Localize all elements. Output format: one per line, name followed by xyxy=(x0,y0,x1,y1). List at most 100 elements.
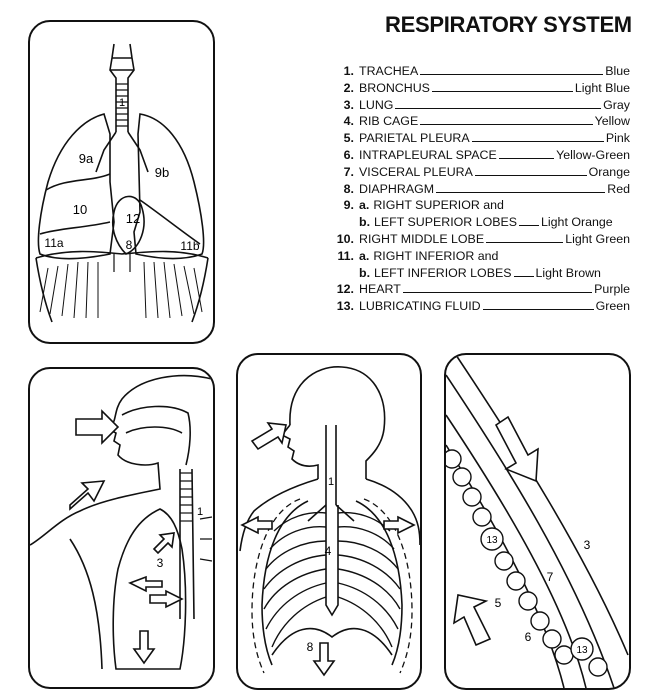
label-parietal-pleura: 5 xyxy=(495,596,502,610)
lungs-front-view-panel: 1 9a 9b 10 12 11a 8 11b xyxy=(28,20,215,344)
label-right-middle-lobe: 10 xyxy=(73,202,87,217)
label-diaphragm: 8 xyxy=(307,640,314,654)
fluid-droplet-icon xyxy=(480,527,504,551)
side-profile-breathing-panel: 1 3 xyxy=(28,367,215,689)
label-visceral-pleura: 7 xyxy=(547,570,554,584)
legend-term: DIAPHRAGM xyxy=(359,181,435,196)
side-profile-drawing: 1 3 xyxy=(30,374,213,670)
label-lubricating-fluid: 13 xyxy=(576,645,588,656)
fluid-droplet-icon xyxy=(554,645,574,665)
color-blank-line xyxy=(471,141,604,143)
color-blank-line xyxy=(498,157,555,159)
legend-term: LUBRICATING FLUID xyxy=(359,299,481,314)
legend-row-heart: 12. HEART Purple xyxy=(334,282,630,299)
color-blank-line xyxy=(474,174,587,176)
fluid-droplet-icon xyxy=(530,611,550,631)
pressure-up-arrow-icon xyxy=(452,594,492,647)
legend-color: Red xyxy=(607,181,630,196)
fluid-droplet-icon xyxy=(462,487,482,507)
inhale-arrow-icon xyxy=(75,409,120,445)
pleura-closeup-drawing: 3 7 5 6 13 13 xyxy=(446,355,629,688)
legend-sub-letter: b. xyxy=(359,265,371,280)
label-diaphragm: 8 xyxy=(126,238,133,252)
legend-number: 4. xyxy=(343,114,354,129)
legend-color: Gray xyxy=(603,97,630,112)
expand-right-arrow-icon xyxy=(383,515,416,535)
legend-term: BRONCHUS xyxy=(359,80,430,95)
label-trachea: 1 xyxy=(197,506,203,518)
legend-row-diaphragm: 8. DIAPHRAGM Red xyxy=(334,182,630,199)
rib-cage-panel: 1 4 8 xyxy=(236,353,422,690)
color-blank-line xyxy=(436,191,606,193)
label-lung: 3 xyxy=(584,538,591,552)
legend-term: LEFT SUPERIOR LOBES xyxy=(374,215,518,230)
color-blank-line xyxy=(519,225,540,227)
legend-term: INTRAPLEURAL SPACE xyxy=(359,147,497,162)
color-blank-line xyxy=(486,241,564,243)
legend-term: RIGHT SUPERIOR and xyxy=(373,198,504,213)
pleura-closeup-panel: 3 7 5 6 13 13 xyxy=(444,353,631,690)
diaphragm-down-arrow-icon xyxy=(312,642,336,677)
arrow-up-right-icon xyxy=(152,532,175,555)
legend-row-lung: 3. LUNG Gray xyxy=(334,98,630,115)
fluid-droplet-icon xyxy=(472,507,492,527)
legend-color: Green xyxy=(595,299,630,314)
label-left-inferior-lobe: 11b xyxy=(180,239,199,253)
pressure-down-arrow-icon xyxy=(494,415,539,483)
legend-term: LEFT INFERIOR LOBES xyxy=(374,265,512,280)
legend-number: 5. xyxy=(343,131,354,146)
label-left-superior-lobe: 9b xyxy=(155,165,169,180)
legend-term: TRACHEA xyxy=(359,64,419,78)
label-rib-cage: 4 xyxy=(325,544,332,558)
color-blank-line xyxy=(395,107,602,109)
color-blank-line xyxy=(420,74,604,75)
fluid-droplet-icon xyxy=(506,571,526,591)
legend-number: 8. xyxy=(343,181,354,196)
legend-row-bronchus: 2. BRONCHUS Light Blue xyxy=(334,81,630,98)
label-right-superior-lobe: 9a xyxy=(79,151,94,166)
legend-sub-letter: a. xyxy=(359,248,370,263)
legend-color: Light Brown xyxy=(535,265,601,280)
color-key-legend: 1. TRACHEA Blue 2. BRONCHUS Light Blue 3… xyxy=(334,64,630,316)
legend-number: 10. xyxy=(336,231,354,246)
lungs-front-view-drawing: 1 9a 9b 10 12 11a 8 11b xyxy=(35,43,209,323)
arrow-right-icon xyxy=(149,589,184,609)
label-trachea: 1 xyxy=(328,476,334,488)
legend-term: RIB CAGE xyxy=(359,114,419,129)
fluid-droplet-icon xyxy=(588,657,608,677)
label-intrapleural-space: 6 xyxy=(525,630,532,644)
legend-term: PARIETAL PLEURA xyxy=(359,131,470,146)
expand-arrow-icon xyxy=(69,480,106,511)
label-right-inferior-lobe: 11a xyxy=(44,236,63,250)
legend-color: Light Blue xyxy=(574,80,630,95)
legend-color: Yellow-Green xyxy=(556,147,630,162)
legend-term: RIGHT MIDDLE LOBE xyxy=(359,231,485,246)
legend-row-superior-lobes-b: b. LEFT SUPERIOR LOBES Light Orange xyxy=(334,215,630,232)
legend-color: Light Green xyxy=(565,231,630,246)
legend-row-lubricating-fluid: 13. LUBRICATING FLUID Green xyxy=(334,299,630,316)
inhale-arrow-icon xyxy=(250,422,287,451)
legend-row-visceral-pleura: 7. VISCERAL PLEURA Orange xyxy=(334,165,630,182)
legend-number: 9. xyxy=(343,198,354,213)
legend-color: Yellow xyxy=(594,114,630,129)
legend-term: HEART xyxy=(359,282,401,297)
legend-row-inferior-lobes-a: 11. a. RIGHT INFERIOR and xyxy=(334,249,630,266)
color-blank-line xyxy=(513,275,534,277)
legend-number: 2. xyxy=(343,80,354,95)
legend-term: LUNG xyxy=(359,97,394,112)
color-blank-line xyxy=(420,124,593,126)
rib-cage-drawing: 1 4 8 xyxy=(239,366,420,677)
fluid-droplet-icon xyxy=(570,637,594,661)
label-lubricating-fluid: 13 xyxy=(486,535,498,546)
legend-color: Pink xyxy=(605,131,630,146)
fluid-droplet-icon xyxy=(446,449,462,469)
legend-row-superior-lobes-a: 9. a. RIGHT SUPERIOR and xyxy=(334,198,630,215)
legend-number: 12. xyxy=(336,282,354,297)
fluid-droplet-icon xyxy=(542,629,562,649)
legend-color: Purple xyxy=(594,282,630,297)
legend-term: VISCERAL PLEURA xyxy=(359,164,473,179)
legend-color: Orange xyxy=(588,164,630,179)
legend-row-parietal-pleura: 5. PARIETAL PLEURA Pink xyxy=(334,131,630,148)
expand-left-arrow-icon xyxy=(240,515,273,535)
label-trachea: 1 xyxy=(119,97,125,109)
